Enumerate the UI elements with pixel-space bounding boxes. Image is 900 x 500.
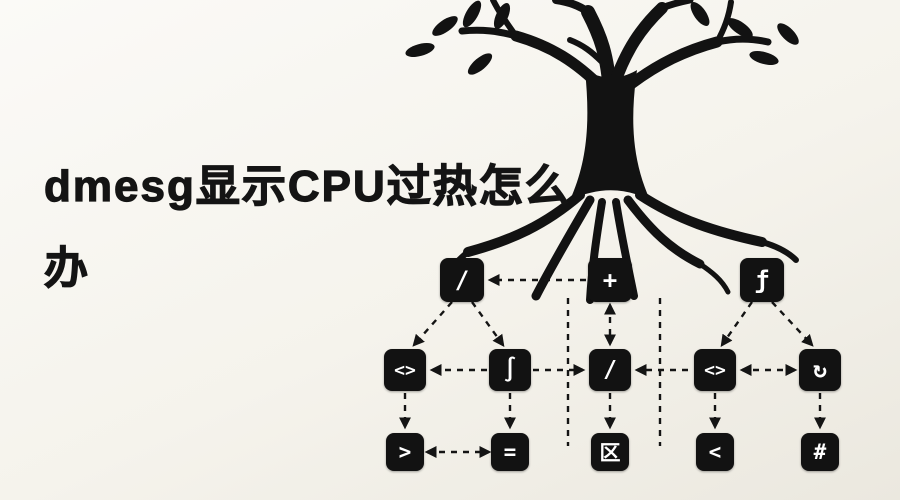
node-cjk-glyph: 区 — [591, 433, 629, 471]
node-greater-than: > — [386, 433, 424, 471]
node-angle-pair-left: <> — [384, 349, 426, 391]
node-slash-mid: / — [589, 349, 631, 391]
node-cycle: ↻ — [799, 349, 841, 391]
page-title-line-1: dmesg显示CPU过热怎么 — [43, 161, 571, 211]
page-title-line-2: 办 — [43, 243, 90, 293]
node-less-than: < — [696, 433, 734, 471]
node-hash: # — [801, 433, 839, 471]
node-integral: ∫ — [489, 349, 531, 391]
node-function-f: ƒ — [740, 258, 784, 302]
node-plus: + — [588, 258, 632, 302]
node-equals: = — [491, 433, 529, 471]
node-slash-top: / — [440, 258, 484, 302]
node-angle-pair-right: <> — [694, 349, 736, 391]
